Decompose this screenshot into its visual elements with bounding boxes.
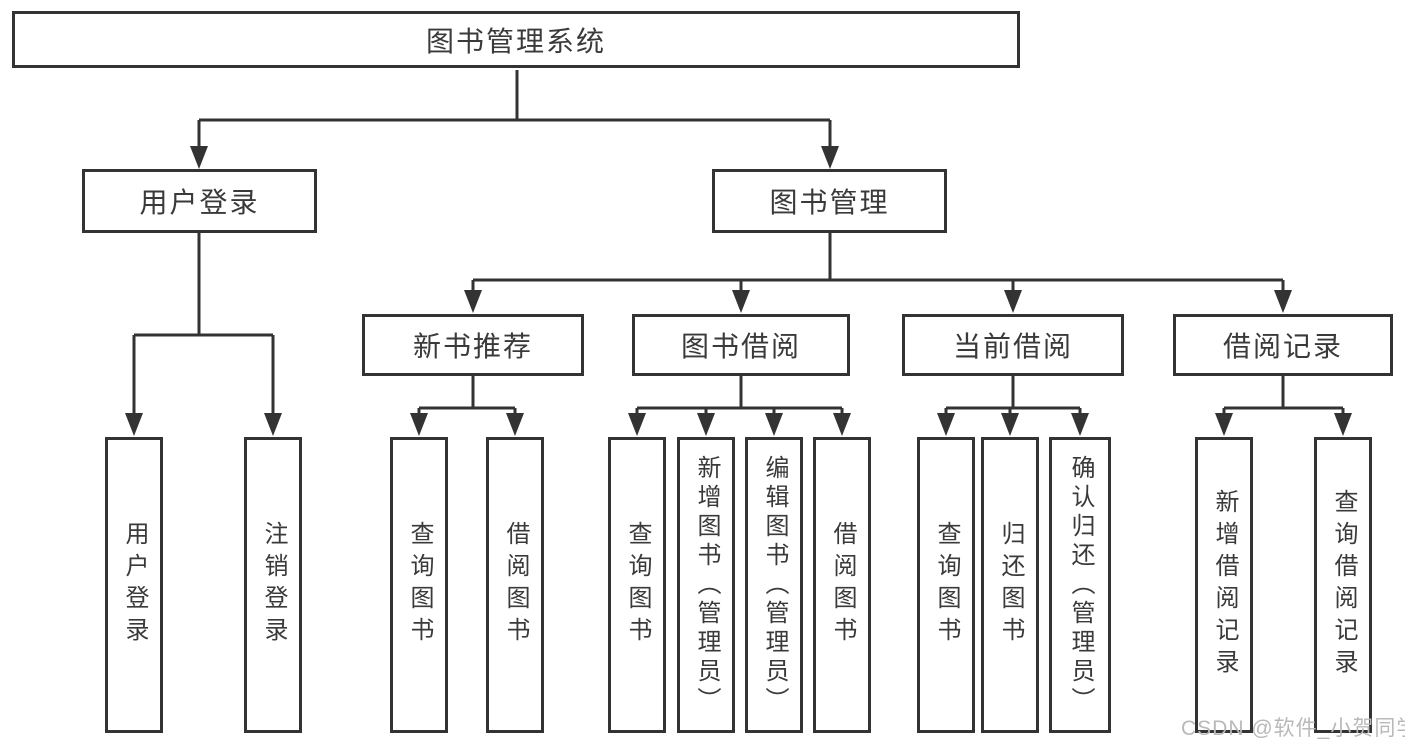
node-book-borrow-label: 图书借阅 [680, 331, 801, 362]
leaf-borrow-books-borrow: 借阅图书 [813, 437, 871, 733]
node-borrow-records: 借阅记录 [1173, 314, 1393, 376]
leaf-borrow-books-recommend: 借阅图书 [486, 437, 544, 733]
leaf-query-books-current-label: 查询图书 [933, 521, 960, 649]
node-current-borrow-label: 当前借阅 [952, 331, 1073, 362]
leaf-query-borrow-record-label: 查询借阅记录 [1330, 489, 1357, 681]
leaf-borrow-books-recommend-label: 借阅图书 [502, 521, 529, 649]
leaf-query-books-borrow: 查询图书 [608, 437, 666, 733]
leaf-query-books-current: 查询图书 [917, 437, 975, 733]
node-book-management: 图书管理 [712, 169, 947, 233]
leaf-edit-book-admin-label: 编辑图书（管理员） [761, 454, 788, 716]
leaf-add-book-admin-label: 新增图书（管理员） [693, 454, 720, 716]
node-user-login: 用户登录 [82, 169, 317, 233]
leaf-borrow-books-borrow-label: 借阅图书 [829, 521, 856, 649]
node-library-system: 图书管理系统 [12, 11, 1020, 68]
leaf-query-borrow-record: 查询借阅记录 [1314, 437, 1372, 733]
node-borrow-records-label: 借阅记录 [1222, 331, 1343, 362]
node-book-borrow: 图书借阅 [632, 314, 850, 376]
leaf-query-books-recommend-label: 查询图书 [406, 521, 433, 649]
leaf-user-login-label: 用户登录 [121, 521, 148, 649]
leaf-add-borrow-record-label: 新增借阅记录 [1211, 489, 1238, 681]
leaf-confirm-return-admin: 确认归还（管理员） [1049, 437, 1111, 733]
leaf-user-login: 用户登录 [105, 437, 163, 733]
node-new-book-recommend: 新书推荐 [362, 314, 584, 376]
leaf-add-book-admin: 新增图书（管理员） [677, 437, 735, 733]
leaf-logout: 注销登录 [244, 437, 302, 733]
leaf-return-books: 归还图书 [981, 437, 1039, 733]
leaf-return-books-label: 归还图书 [997, 521, 1024, 649]
leaf-edit-book-admin: 编辑图书（管理员） [745, 437, 803, 733]
node-current-borrow: 当前借阅 [902, 314, 1124, 376]
node-library-system-label: 图书管理系统 [425, 25, 606, 57]
node-new-book-recommend-label: 新书推荐 [412, 331, 533, 362]
leaf-confirm-return-admin-label: 确认归还（管理员） [1067, 454, 1094, 716]
node-user-login-label: 用户登录 [139, 187, 260, 218]
leaf-logout-label: 注销登录 [260, 521, 287, 649]
leaf-add-borrow-record: 新增借阅记录 [1195, 437, 1253, 733]
leaf-query-books-borrow-label: 查询图书 [624, 521, 651, 649]
csdn-watermark: CSDN @软件_小贺同学 [1181, 717, 1405, 740]
node-book-management-label: 图书管理 [769, 187, 890, 218]
leaf-query-books-recommend: 查询图书 [390, 437, 448, 733]
